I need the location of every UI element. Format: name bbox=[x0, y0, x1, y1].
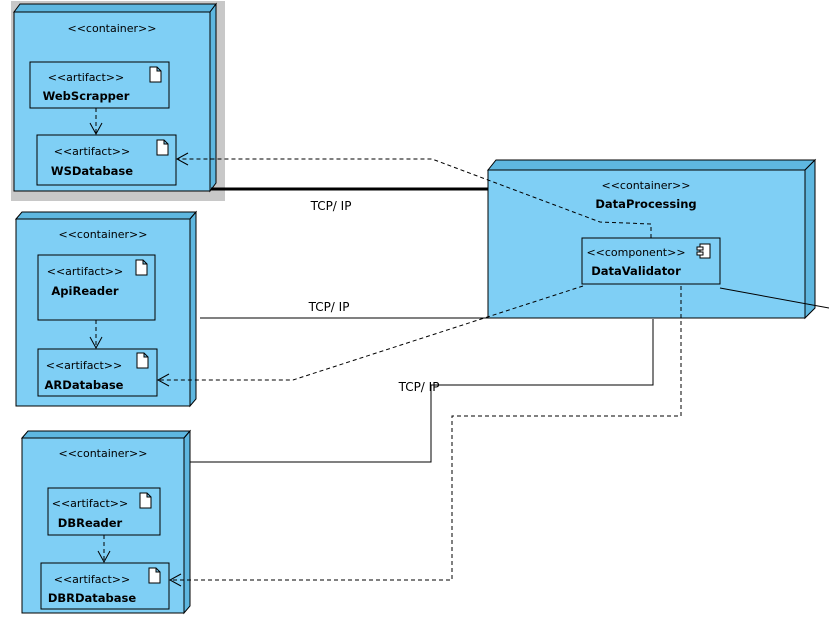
dependency-datavalidator-wsdatabase[interactable] bbox=[175, 152, 652, 238]
artifact-name: WebScrapper bbox=[43, 89, 130, 103]
component-icon bbox=[696, 243, 711, 259]
component-name: DataValidator bbox=[591, 264, 681, 278]
artifact-wsdatabase[interactable]: <<artifact>> WSDatabase bbox=[36, 134, 177, 186]
artifact-stereotype: <<artifact>> bbox=[48, 71, 124, 84]
artifact-name: WSDatabase bbox=[51, 164, 133, 178]
dependency-datavalidator-ardatabase[interactable] bbox=[156, 285, 584, 387]
communication-path-offscreen[interactable] bbox=[719, 287, 829, 309]
container-node-1[interactable]: <<container>> <<artifact>> WebScrapper <… bbox=[13, 2, 217, 193]
container-stereotype: <<container>> bbox=[59, 228, 148, 241]
artifact-dbreader[interactable]: <<artifact>> DBReader bbox=[47, 487, 161, 536]
dependency-datavalidator-dbrdatabase[interactable] bbox=[168, 286, 682, 587]
communication-path-c3-dataprocessing[interactable] bbox=[190, 319, 654, 463]
node-3d-top bbox=[20, 430, 192, 439]
artifact-stereotype: <<artifact>> bbox=[54, 573, 130, 586]
container-node-2[interactable]: <<container>> <<artifact>> ApiReader <<a… bbox=[14, 210, 198, 408]
node-3d-side bbox=[209, 2, 217, 193]
artifact-name: ARDatabase bbox=[45, 378, 124, 392]
node-3d-top bbox=[14, 211, 198, 220]
artifact-name: ApiReader bbox=[51, 284, 119, 298]
component-stereotype: <<component>> bbox=[586, 246, 685, 259]
artifact-icon bbox=[149, 66, 162, 83]
artifact-icon bbox=[135, 259, 148, 276]
container-name: DataProcessing bbox=[595, 197, 696, 211]
artifact-icon bbox=[139, 492, 152, 509]
artifact-apireader[interactable]: <<artifact>> ApiReader bbox=[37, 254, 156, 321]
connection-label: TCP/ IP bbox=[310, 199, 352, 213]
artifact-name: DBReader bbox=[58, 516, 123, 530]
artifact-icon bbox=[136, 352, 149, 369]
container-node-3[interactable]: <<container>> <<artifact>> DBReader <<ar… bbox=[20, 429, 192, 615]
container-stereotype: <<container>> bbox=[59, 447, 148, 460]
container-stereotype: <<container>> bbox=[68, 22, 157, 35]
artifact-icon bbox=[156, 139, 169, 156]
node-3d-side bbox=[804, 158, 816, 320]
artifact-icon bbox=[148, 567, 161, 584]
connection-label: TCP/ IP bbox=[398, 380, 440, 394]
node-3d-side bbox=[189, 210, 197, 408]
artifact-stereotype: <<artifact>> bbox=[52, 497, 128, 510]
connection-label: TCP/ IP bbox=[308, 300, 350, 314]
node-3d-side bbox=[183, 429, 191, 615]
artifact-stereotype: <<artifact>> bbox=[54, 145, 130, 158]
node-3d-top bbox=[13, 3, 217, 13]
artifact-webscrapper[interactable]: <<artifact>> WebScrapper bbox=[29, 61, 170, 109]
artifact-ardatabase[interactable]: <<artifact>> ARDatabase bbox=[37, 348, 158, 397]
container-node-dataprocessing[interactable]: <<container>> DataProcessing <<component… bbox=[486, 158, 817, 320]
node-3d-top bbox=[486, 159, 817, 171]
artifact-stereotype: <<artifact>> bbox=[47, 265, 123, 278]
artifact-dbrdatabase[interactable]: <<artifact>> DBRDatabase bbox=[40, 562, 170, 610]
artifact-name: DBRDatabase bbox=[48, 591, 137, 605]
component-datavalidator[interactable]: <<component>> DataValidator bbox=[581, 237, 721, 285]
container-stereotype: <<container>> bbox=[602, 179, 691, 192]
artifact-stereotype: <<artifact>> bbox=[46, 359, 122, 372]
